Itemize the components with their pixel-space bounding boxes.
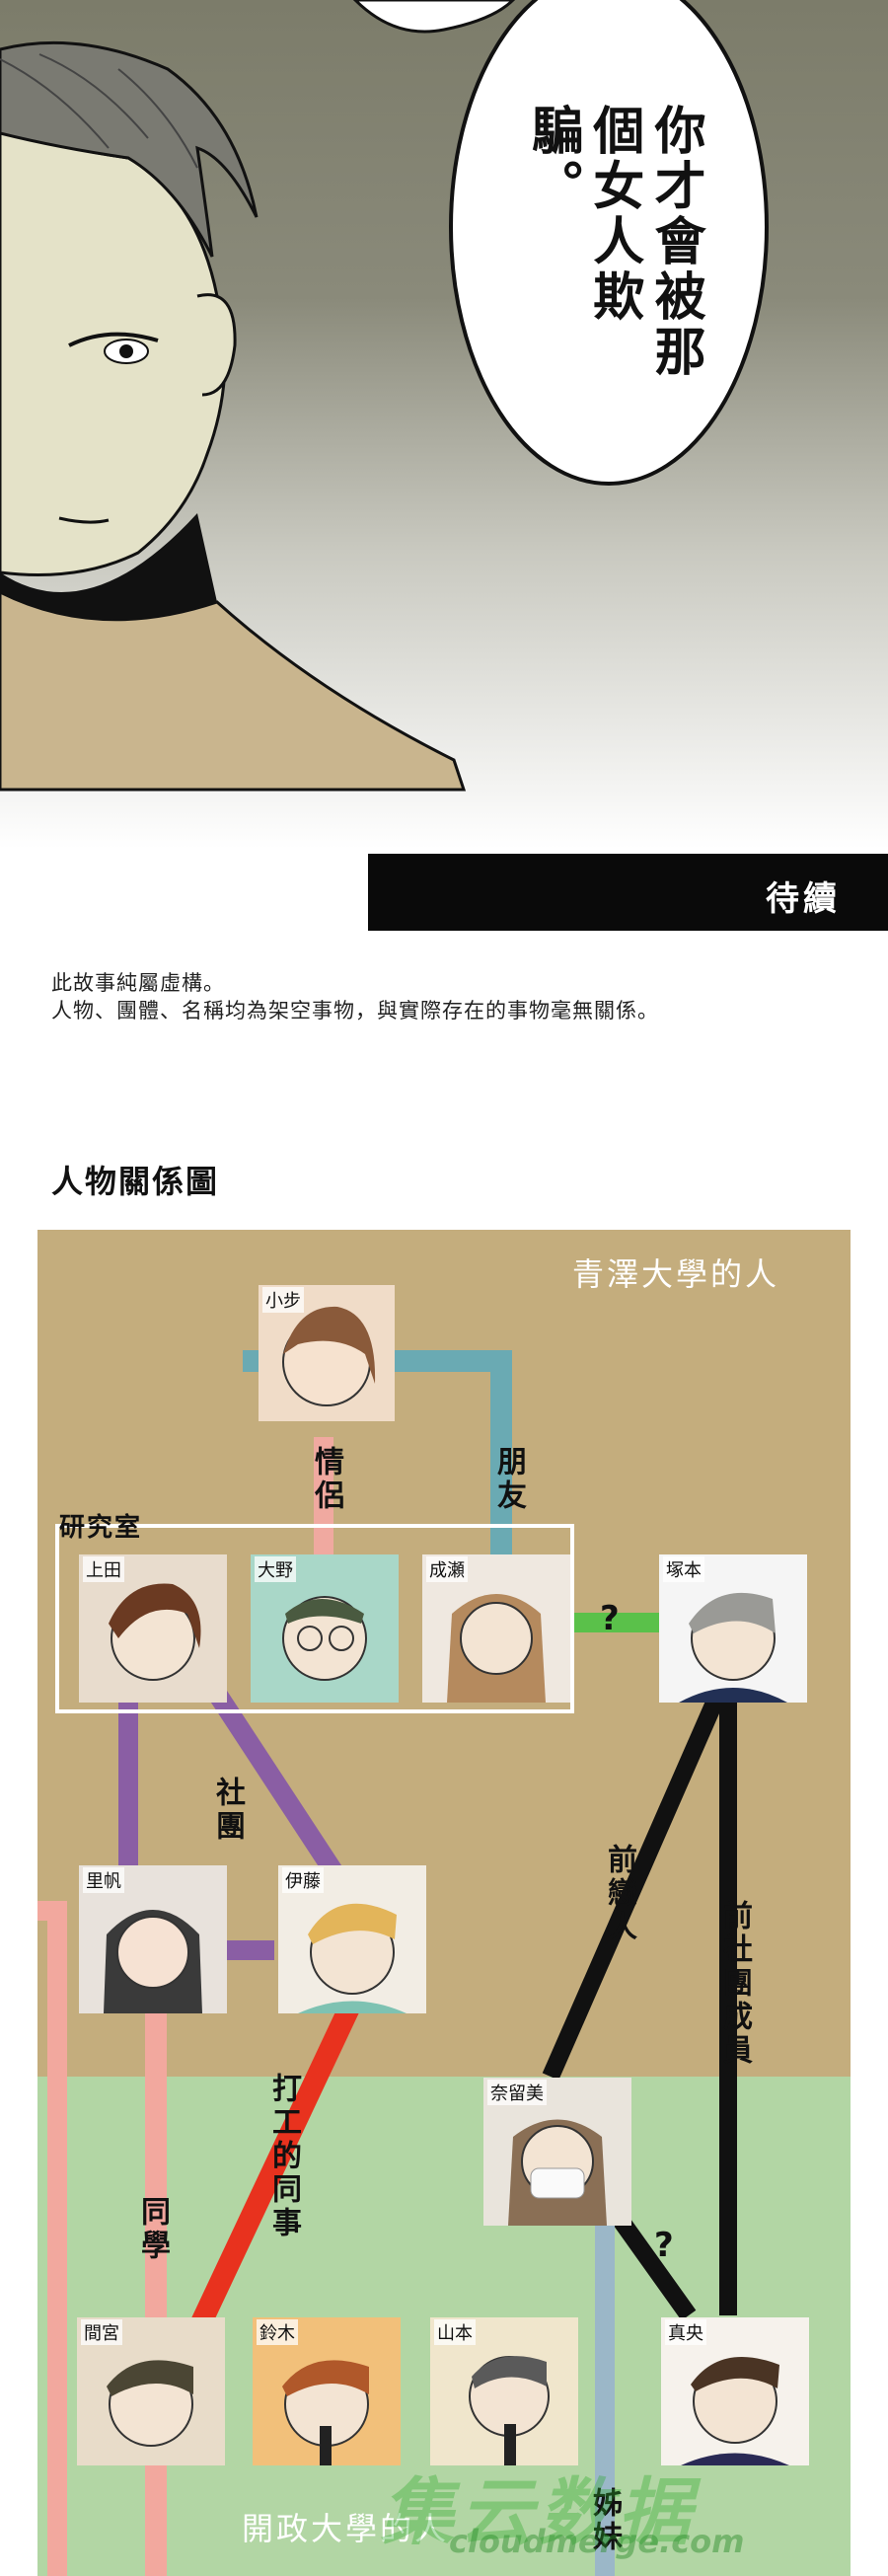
to-be-continued-banner: 待續: [368, 854, 888, 931]
disclaimer-line-1: 此故事純屬虛構。: [51, 971, 225, 995]
to-be-continued-label: 待續: [766, 879, 841, 919]
coworker-line: [185, 1995, 363, 2340]
name-narumi: 奈留美: [487, 2080, 547, 2105]
comic-panel-art: [0, 0, 888, 849]
portrait-mamiya: 間宮: [77, 2317, 225, 2465]
name-ito: 伊藤: [282, 1867, 324, 1893]
relation-unknown: ?: [600, 1599, 620, 1638]
chart-title: 人物關係圖: [51, 1163, 220, 1200]
zone-label-top: 青澤大學的人: [572, 1255, 780, 1293]
portrait-suzuki: 鈴木: [253, 2317, 401, 2465]
relation-sisters: 姊妹: [587, 2487, 622, 2554]
zone-label-bottom: 開政大學的人: [242, 2510, 450, 2547]
relation-classmates: 同學: [135, 2196, 170, 2263]
ex-lover-line: [542, 1690, 727, 2081]
lab-box: [55, 1524, 574, 1713]
portrait-ito: 伊藤: [278, 1865, 426, 2013]
comic-panel: 你才會被那個女人欺騙。: [0, 0, 888, 849]
name-koayumi: 小步: [262, 1287, 304, 1313]
portrait-riho: 里帆: [79, 1865, 227, 2013]
watermark-url: cloudmerge.com: [449, 2523, 745, 2560]
portrait-naruse: 成瀬: [422, 1554, 570, 1703]
name-naruse: 成瀬: [426, 1556, 468, 1582]
portrait-tsukamoto: 塚本: [659, 1554, 807, 1703]
name-mao: 真央: [665, 2319, 706, 2345]
disclaimer-line-2: 人物、團體、名稱均為架空事物，與實際存在的事物毫無關係。: [51, 999, 659, 1023]
club-line-ito: [208, 1688, 342, 1877]
portrait-koayumi: 小步: [259, 1285, 395, 1421]
name-ono: 大野: [255, 1556, 296, 1582]
portrait-yamamoto: 山本: [430, 2317, 578, 2465]
name-mamiya: 間宮: [81, 2319, 122, 2345]
name-tsukamoto: 塚本: [663, 1556, 704, 1582]
name-riho: 里帆: [83, 1867, 124, 1893]
relation-coworkers: 打工的同事: [266, 2073, 301, 2240]
speech-bubble-text: 你才會被那個女人欺騙。: [522, 104, 705, 380]
relation-friends: 朋友: [491, 1446, 526, 1513]
relation-unknown-2: ?: [654, 2226, 674, 2265]
name-suzuki: 鈴木: [257, 2319, 298, 2345]
name-ueda: 上田: [83, 1556, 124, 1582]
classmates-left-line: [37, 1901, 67, 2576]
lab-label: 研究室: [59, 1513, 143, 1543]
portrait-ono: 大野: [251, 1554, 399, 1703]
portrait-narumi: 奈留美: [483, 2078, 631, 2226]
name-yamamoto: 山本: [434, 2319, 476, 2345]
relation-ex-club-member: 前社團成員: [717, 1900, 752, 2068]
relation-club: 社團: [210, 1777, 245, 1844]
watermark-text: 集云数据: [381, 2470, 697, 2555]
portrait-mao: 真央: [661, 2317, 809, 2465]
relation-ex-lover: 前戀人: [602, 1844, 636, 1944]
portrait-ueda: 上田: [79, 1554, 227, 1703]
relation-lovers: 情侶: [309, 1446, 343, 1513]
